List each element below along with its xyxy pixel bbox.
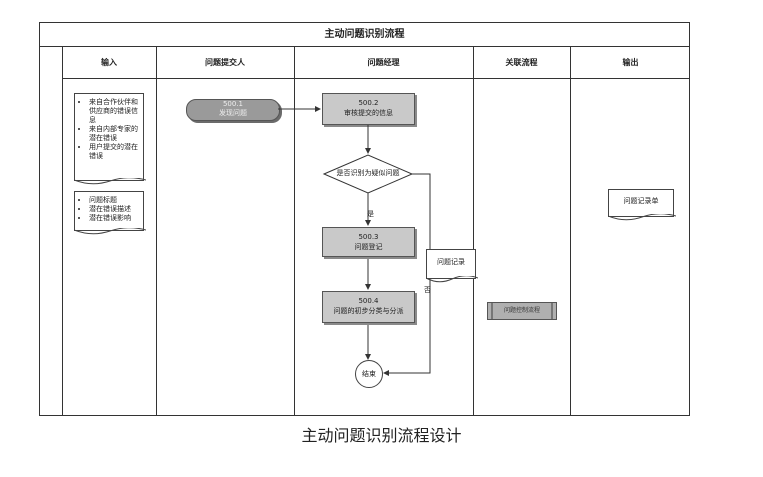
related-process-box: 问题控制流程 [487,302,557,320]
lane-header-input: 输入 [101,58,117,67]
no-label: 否 [424,286,431,294]
lane-divider [156,47,157,415]
step-label: 问题登记 [354,243,383,251]
input-item: 潜在错误影响 [89,214,139,223]
decision-label: 是否识别为疑似问题 [336,169,400,177]
header-divider [62,78,689,79]
input-item: 来自合作伙伴和供应商的错误信息 [89,98,139,125]
input-item: 来自内部专家的潜在错误 [89,125,139,143]
input-document-sources: 来自合作伙伴和供应商的错误信息 来自内部专家的潜在错误 用户提交的潜在错误 [74,93,146,185]
problem-record-document: 问题记录 [426,249,478,283]
flowchart-title: 主动问题识别流程 [40,23,689,47]
step-id: 500.2 [358,99,379,107]
yes-label: 是 [367,210,374,218]
step-id: 500.4 [358,297,379,305]
lane-divider [473,47,474,415]
step-label: 发现问题 [219,109,247,117]
lane-header-submitter: 问题提交人 [205,58,245,67]
input-item: 用户提交的潜在错误 [89,143,139,161]
input-document-fields: 问题标题 潜在错误描述 潜在错误影响 [74,191,146,235]
process-step-classify: 500.4 问题的初步分类与分派 [322,291,415,323]
process-step-register: 500.3 问题登记 [322,227,415,257]
lane-header-output: 输出 [622,58,639,67]
end-terminal: 结束 [355,360,383,388]
output-document: 问题记录单 [608,189,676,221]
lane-header-manager: 问题经理 [367,58,400,67]
step-label: 审核提交的信息 [344,109,393,117]
flowchart-frame: 主动问题识别流程 输入 问题提交人 问题经理 关联流程 输出 来自合作伙伴和供应… [39,22,690,416]
lane-divider [294,47,295,415]
step-id: 500.1 [222,100,244,108]
start-terminal: 500.1 发现问题 [186,99,280,121]
process-step-review: 500.2 审核提交的信息 [322,93,415,125]
lane-divider [62,47,63,415]
figure-caption: 主动问题识别流程设计 [301,426,462,445]
input-item: 潜在错误描述 [89,205,139,214]
step-label: 问题的初步分类与分派 [333,307,404,315]
connector-layer [278,106,431,376]
step-id: 500.3 [358,233,379,241]
input-item: 问题标题 [89,196,139,205]
lane-header-related: 关联流程 [505,58,538,67]
lane-divider [570,47,571,415]
